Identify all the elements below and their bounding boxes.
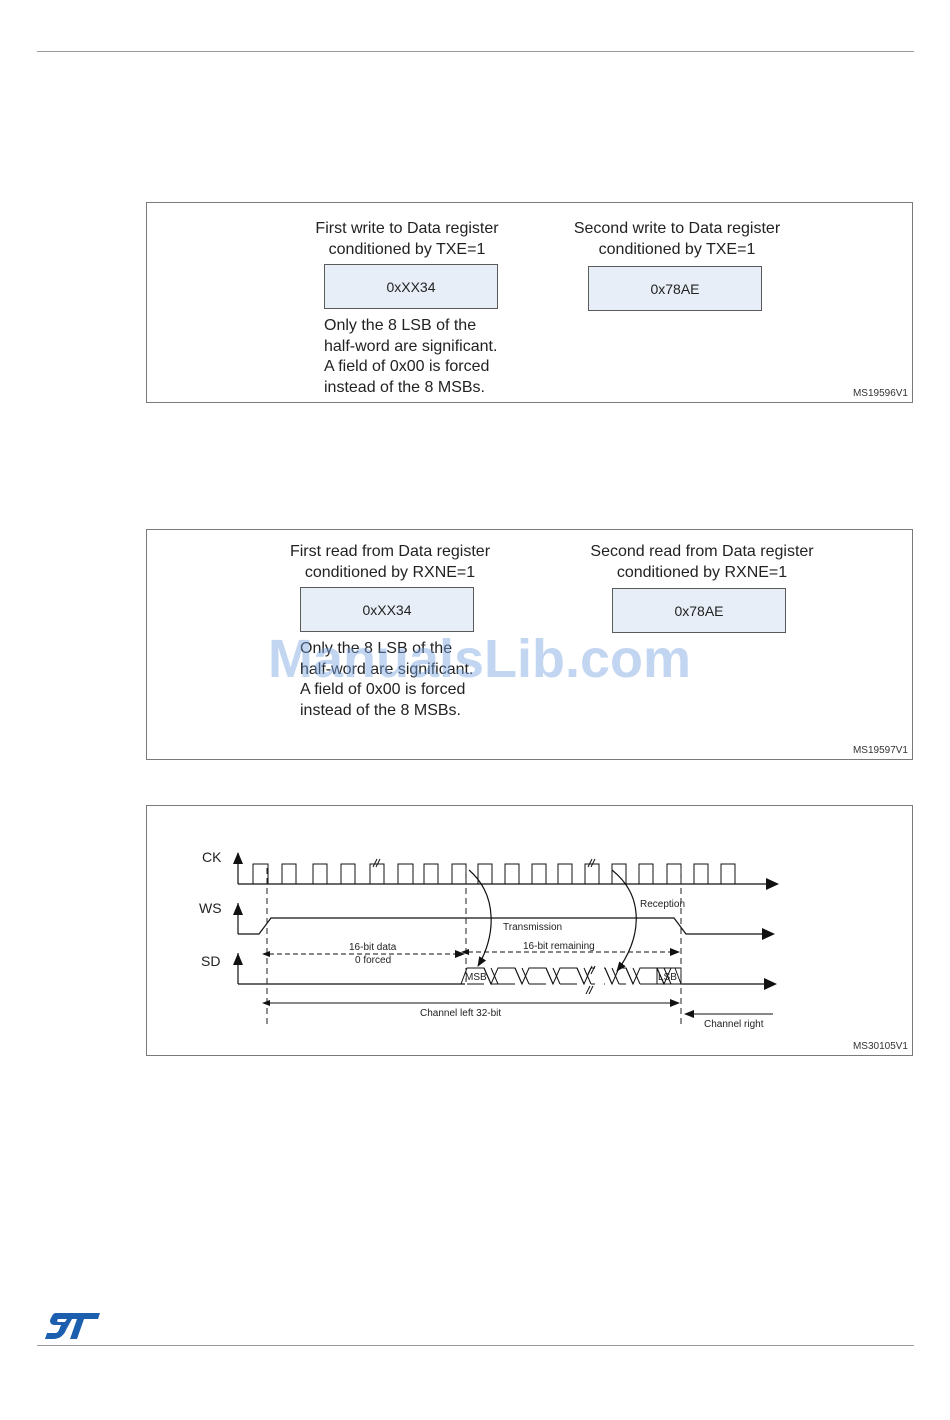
lsb-cell-edge (674, 967, 682, 985)
figure-id: MS19596V1 (852, 388, 908, 399)
note-line: A field of 0x00 is forced (300, 681, 466, 698)
note-line: Only the 8 LSB of the (324, 317, 477, 334)
first-write-register-box: 0xXX34 (324, 264, 498, 309)
ck-pulse (693, 863, 709, 884)
msb-label: MSB (465, 972, 487, 983)
ck-pulse (281, 863, 297, 884)
timing-diagram-svg: CK WS SD (199, 849, 779, 1030)
register-value: 0x78AE (650, 280, 700, 297)
st-logo-icon (45, 1313, 100, 1339)
data16-label-line2: 0 forced (355, 955, 391, 966)
ck-pulse (584, 863, 600, 884)
sd-arrowhead (764, 978, 777, 990)
caption-line: First read from Data register (289, 543, 491, 560)
note-line: half-word are significant. (300, 660, 474, 678)
ck-pulse (369, 863, 385, 884)
second-write-register-box: 0x78AE (588, 266, 762, 311)
sd-axis-arrowhead (233, 953, 243, 965)
channel-left-label: Channel left 32-bit (420, 1008, 501, 1019)
figure-read-diagram: First read from Data register conditione… (146, 529, 913, 760)
ck-pulse (252, 863, 269, 884)
figure-timing-diagram: CK WS SD (146, 805, 913, 1056)
ck-pulse (611, 863, 627, 884)
ck-pulse (312, 863, 328, 884)
figure-write-diagram: First write to Data register conditioned… (146, 202, 913, 403)
ws-waveform (238, 917, 762, 935)
footer-rule (37, 1345, 914, 1346)
sd-data-cells-low (467, 967, 672, 985)
register-value: 0xXX34 (386, 278, 436, 295)
remaining-label: 16-bit remaining (523, 941, 595, 952)
caption-line: conditioned by TXE=1 (328, 241, 486, 258)
reference-lines (266, 868, 682, 1028)
first-read-register-box: 0xXX34 (300, 587, 474, 632)
note-line: half-word are significant. (324, 337, 498, 355)
ck-pulse (340, 863, 356, 884)
reception-curve-arrow (611, 869, 637, 972)
lsb-note: Only the 8 LSB of the half-word are sign… (300, 639, 473, 721)
ck-pulse-train (252, 863, 736, 884)
note-line: instead of the 8 MSBs. (300, 701, 461, 719)
second-write-caption: Second write to Data register conditione… (557, 218, 797, 260)
note-line: A field of 0x00 is forced (324, 358, 490, 375)
caption-line: conditioned by RXNE=1 (304, 564, 476, 581)
lsb-cell (656, 967, 682, 985)
caption-line: Second read from Data register (590, 543, 814, 560)
caption-line: Second write to Data register (573, 220, 781, 237)
ck-pulse (638, 863, 654, 884)
ck-break-mark (372, 858, 596, 868)
first-write-caption: First write to Data register conditioned… (292, 218, 522, 260)
ck-pulse (477, 863, 493, 884)
sd-break-mark (585, 965, 596, 995)
ck-pulse (451, 863, 467, 884)
ck-pulse (531, 863, 547, 884)
ck-label: CK (202, 849, 222, 865)
note-line: Only the 8 LSB of the (300, 640, 453, 657)
second-read-register-box: 0x78AE (612, 588, 786, 633)
ws-label: WS (199, 900, 222, 916)
register-value: 0x78AE (674, 602, 724, 619)
ck-pulse (504, 863, 520, 884)
ws-axis-arrowhead (233, 903, 243, 915)
register-value: 0xXX34 (362, 601, 412, 618)
caption-line: conditioned by RXNE=1 (616, 564, 788, 581)
ck-pulse (397, 863, 414, 884)
first-read-caption: First read from Data register conditione… (265, 541, 515, 583)
ck-pulse (423, 863, 439, 884)
figure-id: MS19597V1 (852, 745, 908, 756)
channel-right-label: Channel right (704, 1019, 764, 1030)
transmission-label: Transmission (503, 922, 562, 933)
ck-baseline-arrowhead (766, 878, 779, 890)
sd-label: SD (201, 953, 220, 969)
watermark: ManualsLib.com (268, 629, 692, 689)
ck-pulse (666, 863, 682, 884)
caption-line: conditioned by TXE=1 (598, 241, 756, 258)
reception-label: Reception (640, 899, 685, 910)
ws-arrowhead (762, 928, 775, 940)
lsb-label: LSB (658, 972, 677, 983)
data16-label-line1: 16-bit data (349, 942, 397, 953)
figure-id: MS30105V1 (852, 1041, 908, 1052)
ck-pulse (557, 863, 573, 884)
header-rule (37, 51, 914, 52)
ck-pulse (720, 863, 736, 884)
transmission-curve-arrow (468, 869, 492, 967)
lsb-note: Only the 8 LSB of the half-word are sign… (324, 316, 497, 398)
ck-axis-arrowhead (233, 852, 243, 864)
caption-line: First write to Data register (315, 220, 499, 237)
second-read-caption: Second read from Data register condition… (572, 541, 832, 583)
note-line: instead of the 8 MSBs. (324, 378, 485, 396)
